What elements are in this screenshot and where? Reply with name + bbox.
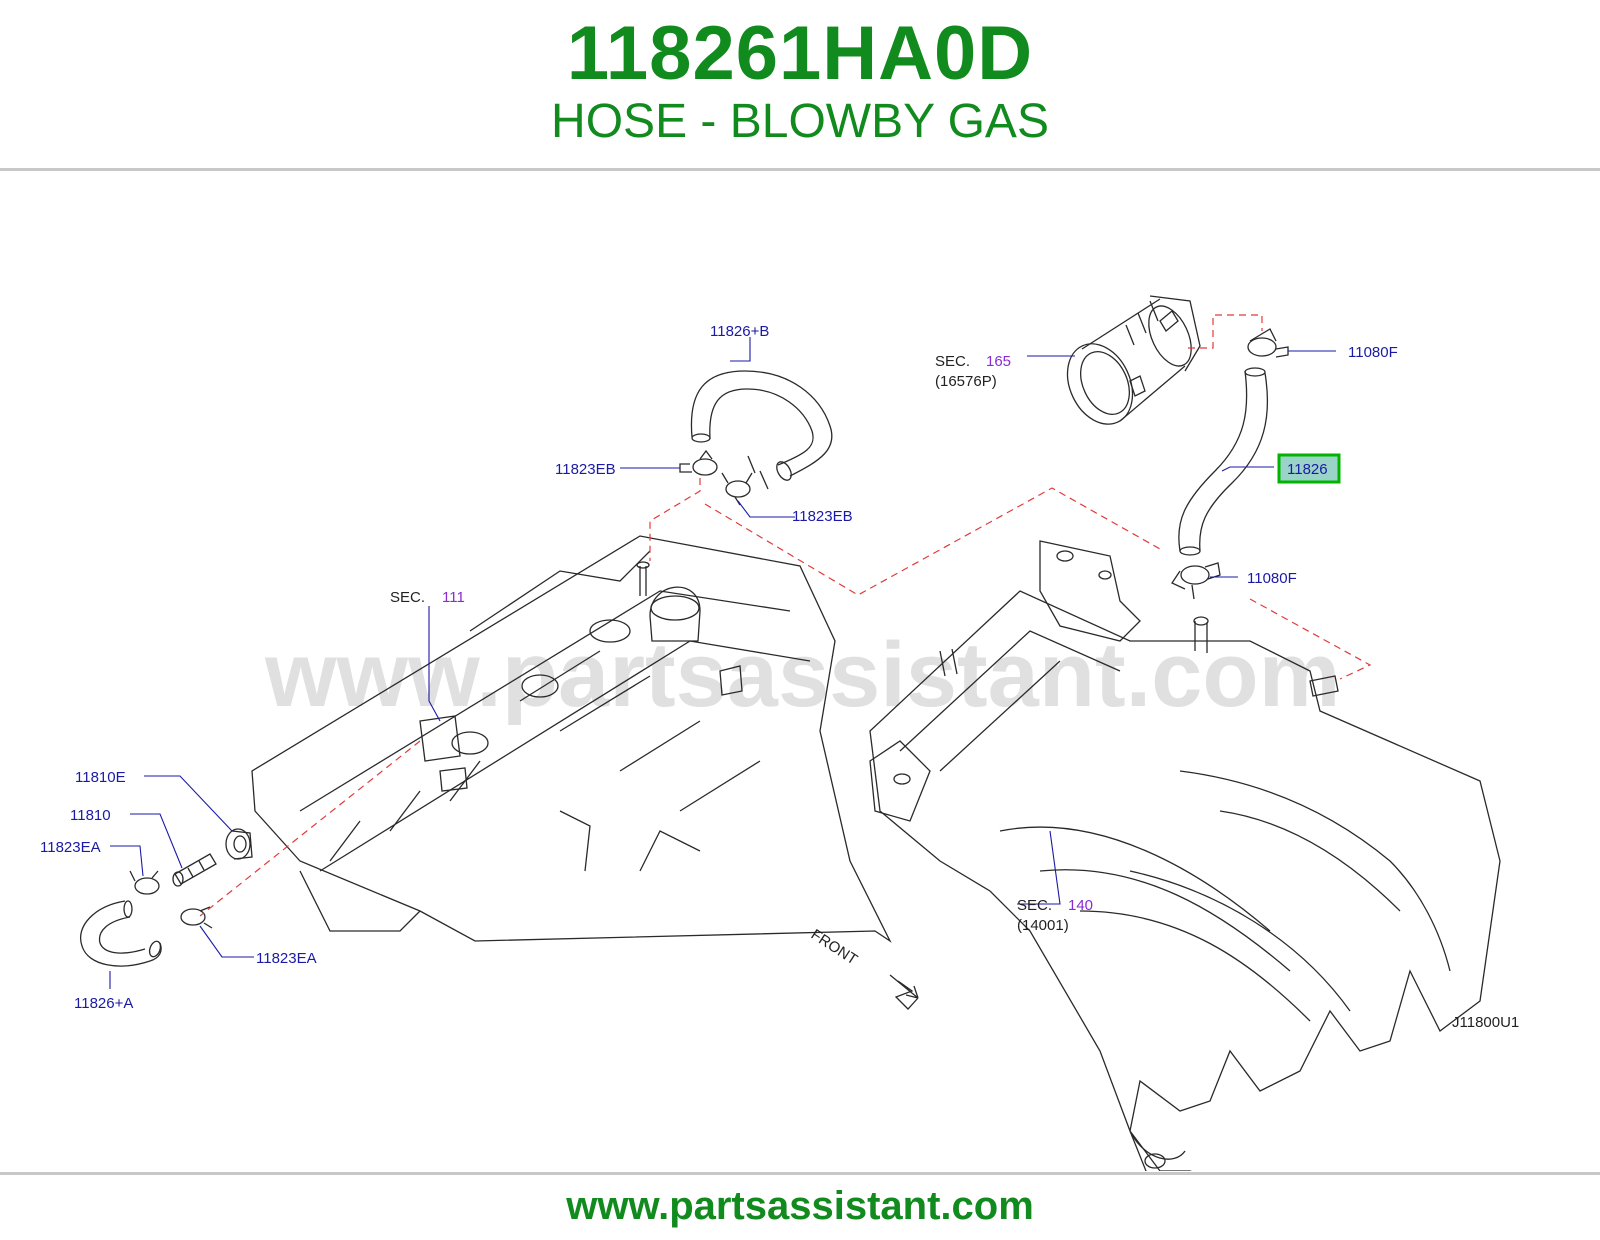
- section-165-ref: (16576P): [935, 373, 997, 390]
- clamp-11823eb-2-drawing: [721, 472, 753, 506]
- part-number: 118261HA0D: [566, 11, 1034, 96]
- footer-url[interactable]: www.partsassistant.com: [566, 1184, 1034, 1228]
- hose-b-drawing: [690, 370, 833, 490]
- header: 118261HA0D HOSE - BLOWBY GAS: [0, 0, 1600, 168]
- section-111-number: 111: [442, 589, 465, 606]
- callout-11810e[interactable]: 11810E: [75, 769, 126, 786]
- clamp-11080f-bottom-drawing: [1171, 562, 1221, 600]
- air-duct-drawing: [1066, 295, 1201, 425]
- callout-11080f-top[interactable]: 11080F: [1348, 344, 1398, 361]
- part-name: HOSE - BLOWBY GAS: [551, 95, 1049, 148]
- section-ref-111[interactable]: SEC. 111: [390, 589, 465, 606]
- routing-lines: [199, 314, 1372, 917]
- clamp-11823ea-2-drawing: [180, 906, 213, 929]
- section-165-number: 165: [986, 353, 1011, 370]
- diagram-code: J11800U1: [1452, 1014, 1519, 1031]
- callout-11826-highlighted[interactable]: 11826: [1277, 453, 1341, 484]
- callout-11823eb-1[interactable]: 11823EB: [555, 461, 616, 478]
- section-140-number: 140: [1068, 897, 1093, 914]
- watermark: www.partsassistant.com: [264, 624, 1340, 726]
- front-direction-indicator: FRONT: [808, 926, 919, 1010]
- header-divider: [0, 168, 1600, 171]
- callout-11826-a[interactable]: 11826+A: [74, 995, 133, 1012]
- callout-11826-label: 11826: [1287, 461, 1328, 478]
- section-165-prefix: SEC.: [935, 353, 970, 370]
- front-arrow-icon: [889, 974, 919, 1010]
- callout-11823ea-1[interactable]: 11823EA: [40, 839, 101, 856]
- callout-11823ea-2[interactable]: 11823EA: [256, 950, 317, 967]
- leader-lines: [109, 337, 1336, 989]
- callout-11810[interactable]: 11810: [70, 807, 111, 824]
- diagram-canvas: www.partsassistant.com: [40, 295, 1519, 1171]
- section-140-ref: (14001): [1017, 917, 1069, 934]
- clamp-11823eb-1-drawing: [679, 449, 718, 476]
- callout-11823eb-2[interactable]: 11823EB: [792, 508, 853, 525]
- callout-11080f-bottom[interactable]: 11080F: [1247, 570, 1297, 587]
- section-140-prefix: SEC.: [1017, 897, 1052, 914]
- hose-a-drawing: [79, 900, 162, 967]
- footer-divider: [0, 1172, 1600, 1175]
- cylinder-head-drawing: [251, 535, 892, 943]
- parts-diagram: www.partsassistant.com: [0, 171, 1600, 1171]
- blowby-hose-drawing: [1178, 367, 1269, 556]
- highlight-box: [1277, 453, 1341, 484]
- clamp-11823ea-1-drawing: [129, 870, 160, 895]
- pcv-valve-11810-drawing: [172, 853, 217, 887]
- section-111-prefix: SEC.: [390, 589, 425, 606]
- section-ref-165[interactable]: SEC. 165 (16576P): [935, 353, 1011, 390]
- section-ref-140[interactable]: SEC. 140 (14001): [1017, 897, 1093, 934]
- callout-11826-b[interactable]: 11826+B: [710, 323, 769, 340]
- grommet-11810e-drawing: [225, 828, 253, 860]
- intake-manifold-drawing: [869, 540, 1501, 1171]
- clamp-11080f-top-drawing: [1247, 328, 1289, 358]
